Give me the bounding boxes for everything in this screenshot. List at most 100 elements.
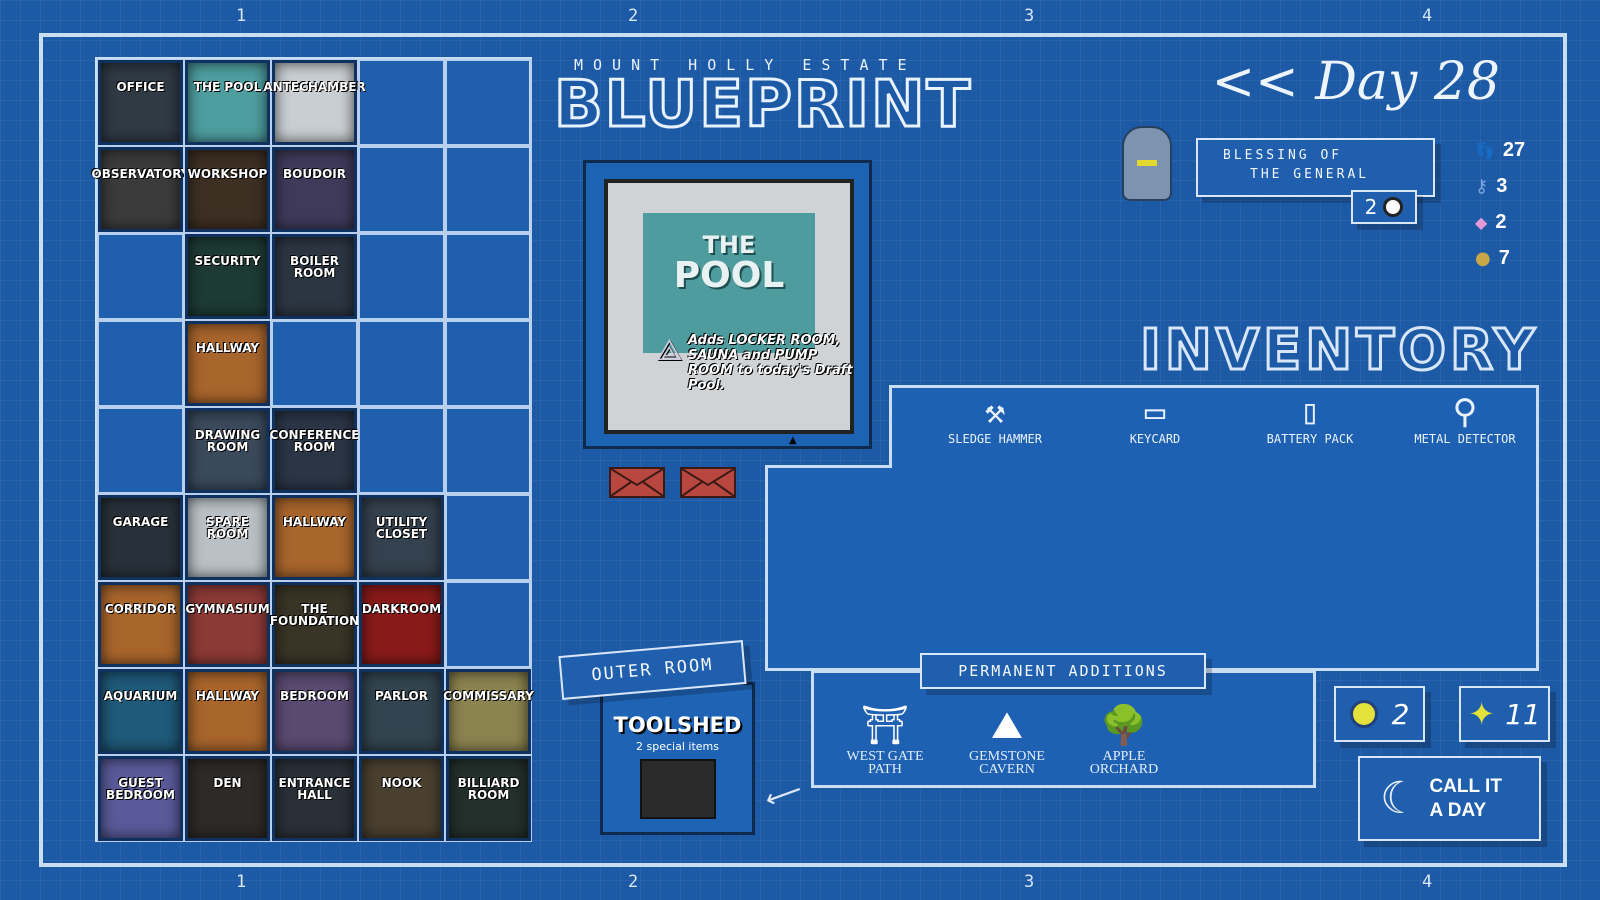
addition-label: GEMSTONE CAVERN <box>969 749 1045 777</box>
grid-cell[interactable] <box>445 146 532 233</box>
grid-cell[interactable] <box>97 320 184 407</box>
room-tile[interactable]: OFFICE <box>98 60 183 145</box>
clock-icon <box>1383 197 1404 217</box>
blueprint-frame <box>39 33 1567 867</box>
grid-cell[interactable] <box>271 320 358 407</box>
room-tile[interactable]: WORKSHOP <box>185 147 270 232</box>
grid-cell[interactable] <box>358 146 445 233</box>
room-tile[interactable]: COMMISSARY <box>443 669 534 754</box>
room-tile[interactable]: DEN <box>185 756 270 841</box>
room-tile[interactable]: UTILITY CLOSET <box>359 495 444 580</box>
room-tile[interactable]: GUEST BEDROOM <box>98 756 183 841</box>
page-title: BLUEPRINT <box>552 67 973 144</box>
star-icon: ✦ <box>1468 695 1496 733</box>
blueprint-compass-icon: ⟁ <box>656 333 683 368</box>
room-tile[interactable]: GYMNASIUM <box>185 582 270 667</box>
envelope-icon[interactable] <box>680 467 736 498</box>
room-tile[interactable]: HALLWAY <box>185 669 270 754</box>
resource-stats: 👣27 ⚷3 ◆2 ●7 <box>1475 132 1535 276</box>
room-tile[interactable]: BOUDOIR <box>272 147 357 232</box>
outer-room-name: TOOLSHED <box>613 713 742 737</box>
room-tile[interactable]: ENTRANCE HALL <box>272 756 357 841</box>
inventory-item-battery-pack[interactable]: ▯BATTERY PACK <box>1235 392 1385 446</box>
room-tile[interactable]: SPARE ROOM <box>185 495 270 580</box>
room-tile[interactable]: ANTECHAMBER <box>263 60 366 145</box>
inventory-panel <box>765 465 1539 671</box>
grid-cell[interactable] <box>445 407 532 494</box>
grid-cell[interactable] <box>358 320 445 407</box>
item-label: METAL DETECTOR <box>1414 432 1516 446</box>
room-tile[interactable]: AQUARIUM <box>98 669 183 754</box>
grid-cell[interactable] <box>445 494 532 581</box>
star-counter: ✦ 11 <box>1459 686 1550 742</box>
room-tile[interactable]: BOILER ROOM <box>272 234 357 319</box>
room-tile[interactable]: THE POOL <box>185 60 270 145</box>
keycard-icon: ▭ <box>1144 392 1166 432</box>
footsteps-icon: 👣 <box>1475 140 1495 160</box>
button-label-line1: CALL IT <box>1429 775 1502 797</box>
outer-room-detail: 2 special items <box>636 740 719 753</box>
inventory-item-keycard[interactable]: ▭KEYCARD <box>1080 392 1230 446</box>
tree-icon: 🌳 <box>1100 703 1148 747</box>
pool-water: THE POOL <box>643 213 815 353</box>
room-tile[interactable]: OBSERVATORY <box>92 147 189 232</box>
stat-keys: ⚷3 <box>1475 168 1535 204</box>
room-tile[interactable]: DRAWING ROOM <box>185 408 270 493</box>
star-count: 11 <box>1505 697 1541 731</box>
compass-count: 2 <box>1391 697 1410 731</box>
button-label-line2: A DAY <box>1429 799 1487 821</box>
room-tile[interactable]: CORRIDOR <box>98 582 183 667</box>
column-number: 2 <box>628 872 639 892</box>
cavern-icon: ⛰ <box>991 703 1023 747</box>
column-number: 2 <box>628 6 639 26</box>
column-number: 3 <box>1024 872 1035 892</box>
gem-icon: ◆ <box>1475 212 1488 232</box>
room-tile[interactable]: CONFERENCE ROOM <box>270 408 359 493</box>
room-tile[interactable]: DARKROOM <box>359 582 444 667</box>
blessing-line1: BLESSING OF <box>1223 148 1343 163</box>
day-counter[interactable]: << Day 28 <box>1211 52 1500 112</box>
grid-cell[interactable] <box>445 59 532 146</box>
hammer-icon: ⚒ <box>984 392 1006 432</box>
moon-icon: ☾ <box>1380 773 1420 824</box>
steps-value: 27 <box>1502 138 1526 161</box>
addition-west-gate-path: ⛩WEST GATE PATH <box>835 700 935 777</box>
grid-cell[interactable] <box>445 233 532 320</box>
blessing-count-badge: 2 <box>1351 190 1417 224</box>
room-tile[interactable]: HALLWAY <box>185 321 270 406</box>
addition-gemstone-cavern: ⛰GEMSTONE CAVERN <box>957 700 1057 777</box>
divider <box>765 465 892 468</box>
outer-room-card[interactable]: TOOLSHED 2 special items <box>600 682 755 835</box>
room-tile[interactable]: BILLIARD ROOM <box>446 756 531 841</box>
inventory-item-metal-detector[interactable]: ⚲METAL DETECTOR <box>1390 392 1540 446</box>
envelope-icon[interactable] <box>609 467 665 498</box>
room-tile[interactable]: NOOK <box>359 756 444 841</box>
room-tile[interactable]: THE FOUNDATION <box>270 582 359 667</box>
column-number: 3 <box>1024 6 1035 26</box>
stat-gems: ◆2 <box>1475 204 1535 240</box>
column-number: 4 <box>1422 872 1433 892</box>
column-number: 1 <box>236 872 247 892</box>
grid-cell[interactable] <box>97 407 184 494</box>
room-tile[interactable]: SECURITY <box>185 234 270 319</box>
grid-cell[interactable] <box>97 233 184 320</box>
toolshed-illustration <box>639 759 716 819</box>
grid-cell[interactable] <box>358 407 445 494</box>
estate-subtitle: MOUNT HOLLY ESTATE <box>574 56 917 74</box>
room-tile[interactable]: GARAGE <box>98 495 183 580</box>
selected-room-card: THE POOL Adds LOCKER ROOM, SAUNA and PUM… <box>583 160 872 449</box>
room-tile[interactable]: HALLWAY <box>272 495 357 580</box>
addition-apple-orchard: 🌳APPLE ORCHARD <box>1074 700 1174 777</box>
grid-cell[interactable] <box>445 320 532 407</box>
room-illustration: THE POOL Adds LOCKER ROOM, SAUNA and PUM… <box>604 179 854 434</box>
column-number: 4 <box>1422 6 1433 26</box>
room-tile[interactable]: BEDROOM <box>272 669 357 754</box>
grid-cell[interactable] <box>358 59 445 146</box>
grid-cell[interactable] <box>358 233 445 320</box>
room-description: Adds LOCKER ROOM, SAUNA and PUMP ROOM to… <box>688 333 853 393</box>
grid-cell[interactable] <box>445 581 532 668</box>
inventory-item-sledge-hammer[interactable]: ⚒SLEDGE HAMMER <box>920 392 1070 446</box>
room-tile[interactable]: PARLOR <box>359 669 444 754</box>
